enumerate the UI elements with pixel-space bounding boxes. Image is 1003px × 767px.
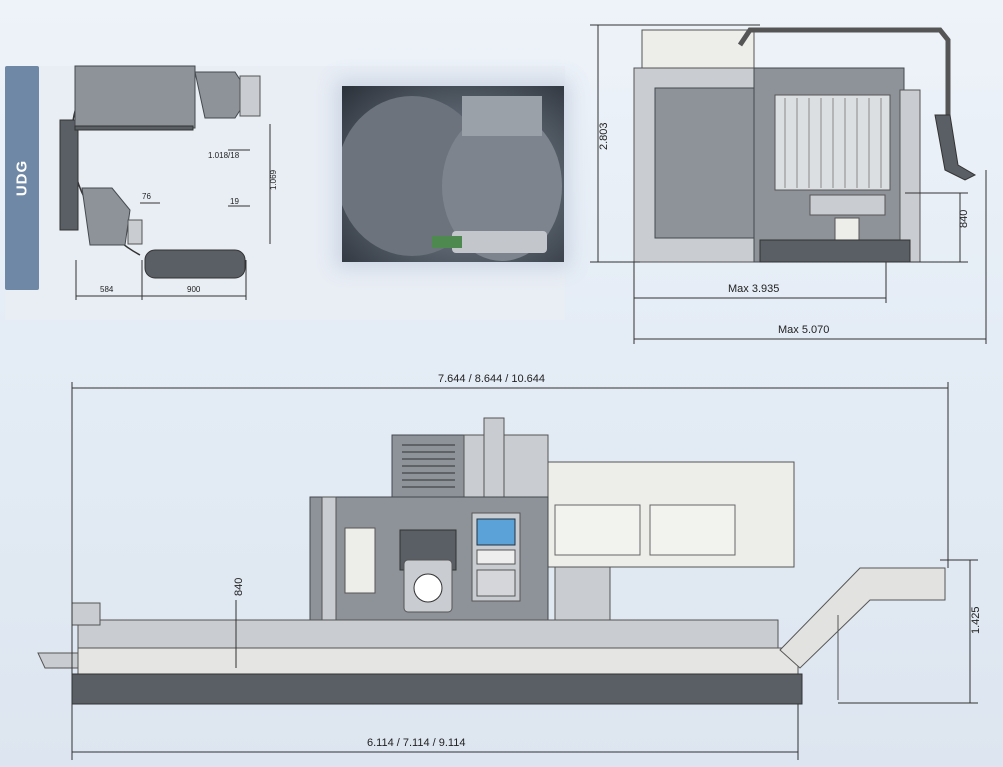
udg-dim-900: 900 [187, 285, 201, 294]
front-column-top-right [463, 434, 549, 498]
udg-upper-arm [74, 65, 196, 129]
side-cable-chain [737, 27, 951, 115]
front-view: 7.644 / 8.644 / 10.644 6.114 / 7.114 / 9… [37, 373, 982, 760]
front-control-keys [476, 549, 516, 565]
side-cable-end [934, 114, 977, 181]
udg-dim-19: 19 [230, 197, 239, 206]
front-bed-base [71, 673, 803, 705]
front-control-buttons [476, 569, 516, 597]
udg-dim-584: 584 [100, 285, 114, 294]
front-dim-base: 6.114 / 7.114 / 9.114 [367, 737, 465, 749]
side-right-column [899, 89, 921, 263]
udg-lower-head [81, 187, 131, 246]
side-top-box [641, 29, 755, 69]
udg-left-column [59, 119, 79, 231]
side-dim-max-2: Max 5.070 [778, 324, 829, 336]
side-dim-height: 2.803 [598, 122, 610, 150]
udg-arm-edge [74, 125, 194, 131]
udg-table [144, 249, 246, 279]
side-dim-max-1: Max 3.935 [728, 283, 779, 295]
side-spindle-nose [834, 217, 860, 241]
front-bed-upper [77, 619, 779, 649]
udg-dim-1018: 1.018/18 [208, 151, 240, 160]
photo-spindle-ring [452, 231, 547, 253]
udg-lower-spindle [127, 219, 143, 245]
front-window-1 [554, 504, 641, 556]
spindle-head-photo [337, 86, 564, 262]
front-dim-840: 840 [233, 578, 245, 596]
photo-housing-right [442, 111, 562, 261]
front-column-window [344, 527, 376, 594]
front-left-chute [37, 652, 79, 669]
front-column-vents [402, 444, 455, 488]
photo-top-block [462, 96, 542, 136]
front-dim-overall: 7.644 / 8.644 / 10.644 [438, 373, 545, 385]
front-enclosure-support [554, 566, 611, 623]
udg-tab: UDG [5, 66, 39, 290]
side-housing-ribs [784, 98, 882, 188]
udg-dim-1069: 1.069 [269, 169, 278, 190]
side-rotary-table [809, 194, 886, 216]
front-bed-guard [77, 647, 799, 675]
front-dim-1425: 1.425 [970, 606, 982, 634]
side-left-panel [654, 87, 756, 239]
udg-upper-spindle [239, 75, 261, 117]
front-spindle-nose [413, 573, 443, 603]
side-view: 2.803 840 Max 3.935 Max 5.070 [590, 24, 987, 344]
front-chip-conveyor [779, 567, 946, 669]
udg-top-view: 1.018/18 1.069 76 19 584 900 [59, 65, 278, 300]
front-control-screen [476, 518, 516, 546]
side-dim-840: 840 [958, 210, 970, 228]
front-window-2 [649, 504, 736, 556]
udg-dim-76: 76 [142, 192, 151, 201]
photo-circuit [432, 236, 462, 248]
spindle-photo-shapes [337, 96, 562, 261]
front-left-block [71, 602, 101, 626]
side-base [759, 239, 911, 263]
